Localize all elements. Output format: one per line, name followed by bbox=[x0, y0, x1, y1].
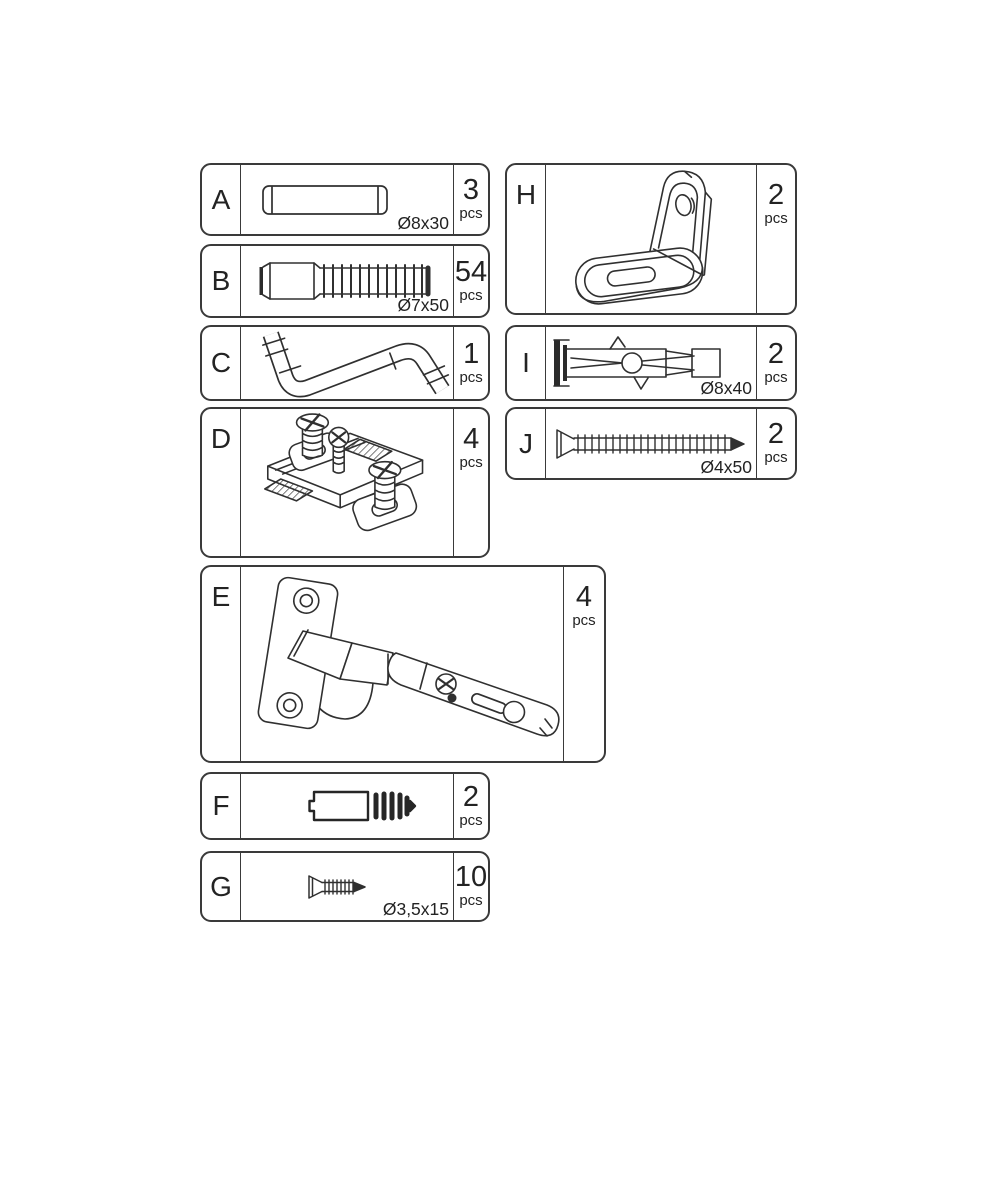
part-drawing-area bbox=[546, 165, 756, 313]
part-quantity: 4 pcs bbox=[453, 409, 488, 556]
part-quantity-unit: pcs bbox=[572, 612, 596, 629]
small-screw-icon bbox=[308, 874, 366, 899]
part-dimension: Ø8x40 bbox=[700, 377, 752, 398]
part-row-f: F 2 pcs bbox=[200, 772, 490, 840]
part-letter: H bbox=[507, 165, 546, 313]
part-drawing-area: Ø3,5x15 bbox=[241, 853, 453, 920]
part-quantity: 10 pcs bbox=[453, 853, 488, 920]
part-quantity-unit: pcs bbox=[459, 205, 483, 223]
part-row-a: A Ø8x30 3 pcs bbox=[200, 163, 490, 236]
part-drawing-area: Ø8x30 bbox=[241, 165, 453, 234]
mounting-plate-icon bbox=[264, 413, 424, 532]
part-quantity-unit: pcs bbox=[764, 449, 788, 467]
part-row-h: H bbox=[505, 163, 797, 315]
part-row-g: G Ø3,5x15 10 pcs bbox=[200, 851, 490, 922]
part-quantity-number: 4 bbox=[463, 423, 480, 455]
part-quantity-number: 2 bbox=[767, 337, 785, 370]
part-quantity: 2 pcs bbox=[756, 165, 795, 313]
part-letter: J bbox=[507, 409, 546, 478]
part-quantity: 2 pcs bbox=[756, 327, 795, 399]
part-quantity-unit: pcs bbox=[459, 368, 483, 386]
part-letter: I bbox=[507, 327, 546, 399]
part-dimension: Ø8x30 bbox=[397, 212, 449, 233]
confirmat-screw-icon bbox=[259, 262, 431, 300]
part-quantity-unit: pcs bbox=[764, 368, 788, 386]
part-quantity-number: 10 bbox=[454, 861, 488, 894]
part-quantity-number: 54 bbox=[454, 255, 488, 288]
part-drawing-area: Ø4x50 bbox=[546, 409, 756, 478]
part-letter: E bbox=[202, 567, 241, 761]
part-row-i: I Ø8x40 2 pcs bbox=[505, 325, 797, 401]
long-screw-icon bbox=[556, 428, 745, 459]
hex-key-icon bbox=[262, 331, 450, 398]
part-row-e: E bbox=[200, 565, 606, 763]
part-letter: B bbox=[202, 246, 241, 316]
part-letter: C bbox=[202, 327, 241, 399]
part-row-c: C 1 pcs bbox=[200, 325, 490, 401]
angle-bracket-icon bbox=[575, 170, 713, 305]
part-quantity-unit: pcs bbox=[459, 811, 483, 829]
part-quantity: 1 pcs bbox=[453, 327, 488, 399]
part-quantity-number: 2 bbox=[768, 179, 785, 211]
part-quantity: 2 pcs bbox=[756, 409, 795, 478]
part-dimension: Ø7x50 bbox=[397, 294, 449, 315]
part-quantity-number: 2 bbox=[767, 418, 785, 451]
part-drawing-area bbox=[241, 774, 453, 838]
part-dimension: Ø4x50 bbox=[700, 456, 752, 477]
part-drawing-area: Ø8x40 bbox=[546, 327, 756, 399]
part-quantity-number: 4 bbox=[575, 581, 593, 613]
dowel-icon bbox=[262, 184, 388, 215]
part-quantity-unit: pcs bbox=[459, 892, 483, 910]
part-drawing-area bbox=[241, 409, 453, 556]
part-row-j: J Ø4x50 2 pcs bbox=[505, 407, 797, 480]
part-drawing-area bbox=[241, 567, 563, 761]
part-quantity: 2 pcs bbox=[453, 774, 488, 838]
connector-bolt-icon bbox=[308, 790, 417, 822]
part-quantity-unit: pcs bbox=[764, 210, 788, 227]
part-quantity-unit: pcs bbox=[459, 454, 483, 471]
part-row-d: D bbox=[200, 407, 490, 558]
part-drawing-area bbox=[241, 327, 453, 399]
part-letter: G bbox=[202, 853, 241, 920]
hinge-icon bbox=[257, 576, 560, 737]
part-row-b: B Ø7x50 54 pcs bbox=[200, 244, 490, 318]
part-quantity-number: 2 bbox=[462, 780, 480, 813]
wall-plug-icon bbox=[553, 336, 721, 390]
part-quantity: 4 pcs bbox=[563, 567, 604, 761]
part-quantity: 54 pcs bbox=[453, 246, 488, 316]
part-letter: D bbox=[202, 409, 241, 556]
part-dimension: Ø3,5x15 bbox=[382, 898, 449, 919]
part-letter: F bbox=[202, 774, 241, 838]
part-quantity-unit: pcs bbox=[459, 286, 483, 304]
part-quantity: 3 pcs bbox=[453, 165, 488, 234]
part-quantity-number: 3 bbox=[462, 174, 480, 207]
part-drawing-area: Ø7x50 bbox=[241, 246, 453, 316]
part-letter: A bbox=[202, 165, 241, 234]
part-quantity-number: 1 bbox=[463, 337, 480, 370]
